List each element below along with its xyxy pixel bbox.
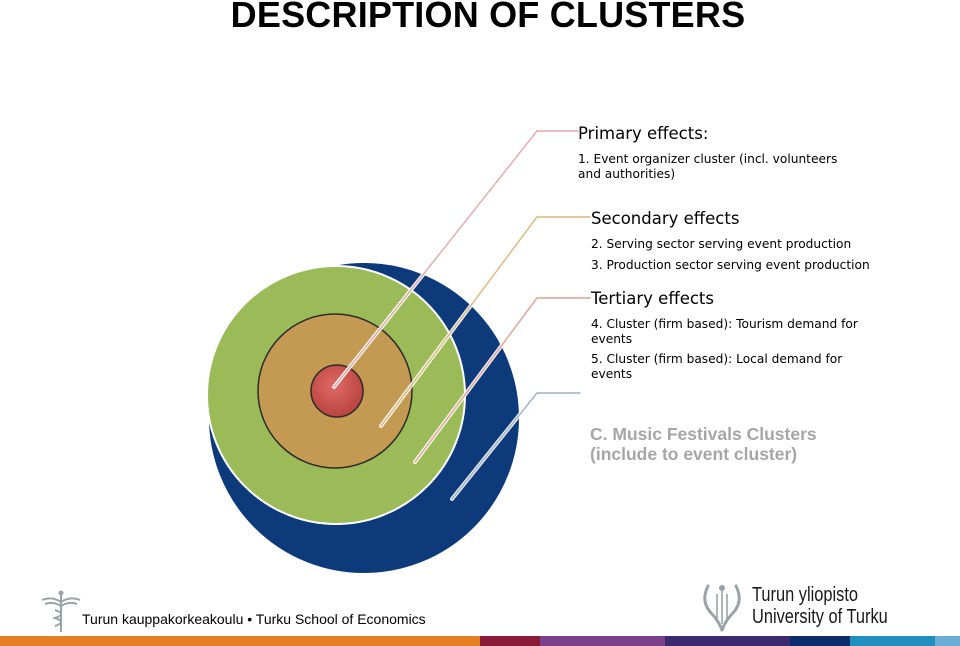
leader-line-primary	[333, 130, 579, 388]
caduceus-icon	[41, 590, 81, 632]
color-bar-segment	[665, 636, 790, 646]
color-bar-segment	[935, 636, 960, 646]
color-bar-segment	[0, 636, 480, 646]
slide-title: DESCRIPTION OF CLUSTERS	[230, 0, 746, 35]
university-name-english: University of Turku	[752, 606, 888, 628]
university-name-finnish: Turun yliopisto	[752, 584, 859, 606]
footer-color-bar	[0, 636, 960, 646]
color-bar-segment	[790, 636, 850, 646]
leader-line-secondary	[380, 216, 591, 427]
lyre-icon	[703, 584, 741, 632]
color-bar-segment	[540, 636, 665, 646]
tertiary-effect-item: 4. Cluster (firm based): Tourism demand …	[591, 317, 858, 346]
leader-line-tertiary	[414, 297, 591, 463]
primary-effect-item: 1. Event organizer cluster (incl. volunt…	[578, 152, 838, 181]
primary-core	[310, 364, 364, 418]
tertiary-effects-heading: Tertiary effects	[591, 289, 714, 308]
color-bar-segment	[850, 636, 935, 646]
secondary-effect-item: 2. Serving sector serving event producti…	[591, 237, 852, 251]
music-festival-note: C. Music Festivals Clusters (include to …	[590, 424, 817, 464]
leader-line-outer	[451, 392, 581, 500]
primary-effects-heading: Primary effects:	[578, 124, 709, 143]
secondary-effect-item: 3. Production sector serving event produ…	[591, 258, 870, 272]
color-bar-segment	[480, 636, 540, 646]
school-name: Turun kauppakorkeakoulu • Turku School o…	[82, 611, 426, 627]
tertiary-effect-item: 5. Cluster (firm based): Local demand fo…	[591, 352, 843, 381]
secondary-effects-heading: Secondary effects	[591, 209, 740, 228]
